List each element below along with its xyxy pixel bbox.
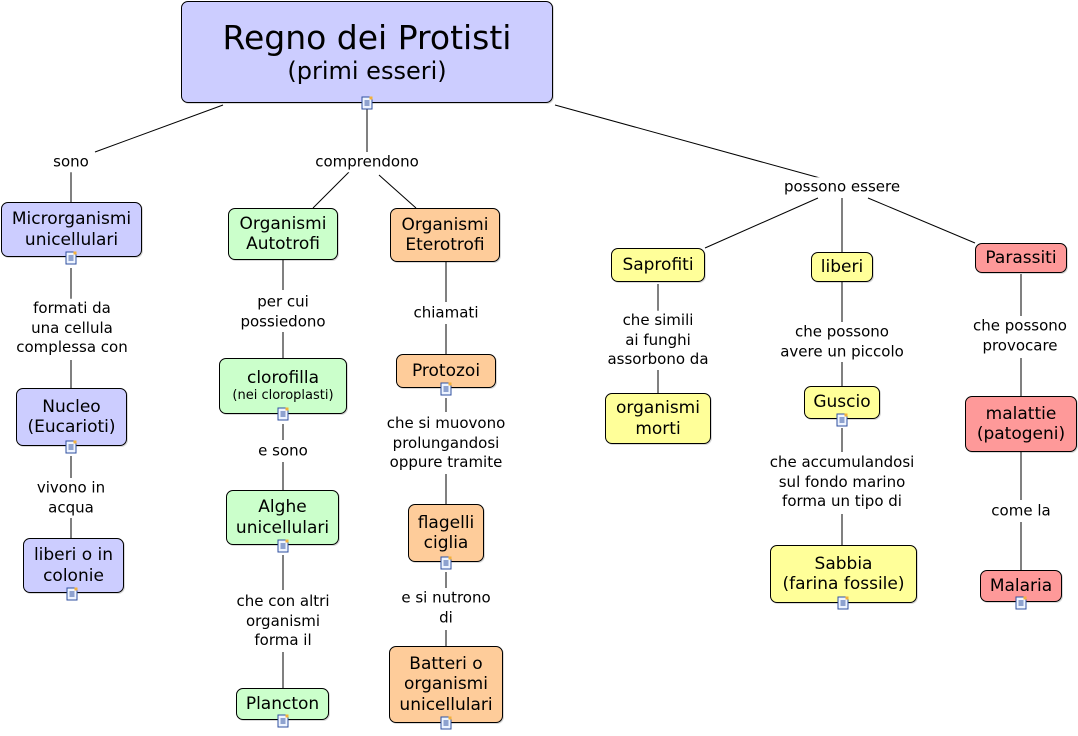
link-label-e-sono: e sono xyxy=(256,441,310,461)
concept-label: Parassiti xyxy=(985,247,1057,268)
concept-microrganismi-unicellulari[interactable]: Microrganismi unicellulari xyxy=(1,202,142,257)
concept-label: (nei cloroplasti) xyxy=(232,388,334,404)
concept-label: organismi xyxy=(616,398,700,419)
concept-label: clorofilla xyxy=(246,368,320,388)
concept-label: ciglia xyxy=(423,533,469,553)
concept-organismi-morti[interactable]: organismi morti xyxy=(605,393,711,444)
concept-label: unicellulari xyxy=(24,229,119,250)
link-label-come-la: come la xyxy=(989,501,1053,521)
concept-label: flagelli xyxy=(417,512,475,533)
link-label-comprendono: comprendono xyxy=(313,152,421,172)
link-label-possono-avere: che possono avere un piccolo xyxy=(778,322,906,362)
concept-label: morti xyxy=(635,418,681,439)
concept-label: Microrganismi xyxy=(11,209,132,230)
concept-label: Organismi xyxy=(401,214,489,235)
concept-flagelli-ciglia[interactable]: flagelli ciglia xyxy=(408,504,484,562)
link-label-possono-provocare: che possono provocare xyxy=(971,316,1069,356)
concept-nucleo[interactable]: Nucleo (Eucarioti) xyxy=(16,388,127,446)
concept-label: Plancton xyxy=(245,693,320,714)
concept-label: organismi xyxy=(404,674,488,695)
concept-subtitle: (primi esseri) xyxy=(287,57,447,86)
link-label-per-cui-possiedono: per cui possiedono xyxy=(238,292,328,332)
concept-label: Guscio xyxy=(813,392,871,413)
note-icon[interactable] xyxy=(837,596,849,610)
note-icon[interactable] xyxy=(277,407,289,421)
concept-liberi-o-in-colonie[interactable]: liberi o in colonie xyxy=(23,538,124,593)
concept-label: Alghe xyxy=(258,497,307,518)
concept-label: colonie xyxy=(43,565,104,586)
link-label-possono-essere: possono essere xyxy=(781,177,903,197)
concept-label: (Eucarioti) xyxy=(27,417,116,437)
link-label-chiamati: chiamati xyxy=(411,303,481,323)
link-label-si-nutrono: e si nutrono di xyxy=(399,588,493,628)
link-label-vivono-in-acqua: vivono in acqua xyxy=(34,478,108,518)
concept-regno-dei-protisti[interactable]: Regno dei Protisti (primi esseri) xyxy=(181,1,553,103)
note-icon[interactable] xyxy=(440,556,452,570)
concept-label: Protozoi xyxy=(411,360,481,381)
note-icon[interactable] xyxy=(277,714,289,728)
concept-label: Organismi xyxy=(239,213,327,234)
concept-alghe-unicellulari[interactable]: Alghe unicellulari xyxy=(226,490,339,545)
note-icon[interactable] xyxy=(66,587,78,601)
concept-label: Batteri o xyxy=(409,653,483,674)
link-label-simili-ai-funghi: che simili ai funghi assorbono da xyxy=(605,310,711,370)
concept-parassiti[interactable]: Parassiti xyxy=(975,243,1067,273)
concept-sabbia[interactable]: Sabbia (farina fossile) xyxy=(770,545,917,603)
concept-title: Regno dei Protisti xyxy=(222,17,512,57)
concept-liberi[interactable]: liberi xyxy=(811,252,873,282)
concept-malattie[interactable]: malattie (patogeni) xyxy=(965,396,1077,452)
concept-malaria[interactable]: Malaria xyxy=(980,570,1062,602)
link-label-con-altri-organismi: che con altri organismi forma il xyxy=(234,591,332,651)
link-label-si-muovono: che si muovono prolungandosi oppure tram… xyxy=(384,413,508,473)
concept-label: unicellulari xyxy=(399,694,493,715)
concept-batteri[interactable]: Batteri o organismi unicellulari xyxy=(389,646,503,723)
concept-label: Nucleo xyxy=(42,396,101,417)
note-icon[interactable] xyxy=(361,96,373,110)
concept-label: liberi o in xyxy=(33,545,114,566)
link-label-sono: sono xyxy=(51,152,91,172)
note-icon[interactable] xyxy=(65,440,77,454)
concept-label: Autotrofi xyxy=(246,234,320,254)
link-label-accumulandosi: che accumulandosi sul fondo marino forma… xyxy=(767,452,917,512)
link-label-formati-da: formati da una cellula complessa con xyxy=(14,298,130,358)
concept-label: Malaria xyxy=(989,575,1053,596)
concept-clorofilla[interactable]: clorofilla (nei cloroplasti) xyxy=(219,358,347,414)
concept-label: malattie xyxy=(985,403,1057,424)
concept-label: liberi xyxy=(820,256,864,277)
concept-label: unicellulari xyxy=(235,517,330,538)
note-icon[interactable] xyxy=(440,382,452,396)
note-icon[interactable] xyxy=(277,539,289,553)
concept-saprofiti[interactable]: Saprofiti xyxy=(611,248,705,282)
note-icon[interactable] xyxy=(1015,596,1027,610)
concept-label: Sabbia xyxy=(814,553,873,574)
concept-label: (farina fossile) xyxy=(782,574,905,594)
concept-organismi-autotrofi[interactable]: Organismi Autotrofi xyxy=(228,208,338,260)
concept-organismi-eterotrofi[interactable]: Organismi Eterotrofi xyxy=(390,208,500,262)
note-icon[interactable] xyxy=(440,716,452,730)
note-icon[interactable] xyxy=(836,413,848,427)
concept-label: Eterotrofi xyxy=(405,235,485,255)
note-icon[interactable] xyxy=(65,251,77,265)
concept-label: Saprofiti xyxy=(622,254,694,275)
concept-label: (patogeni) xyxy=(976,424,1066,444)
